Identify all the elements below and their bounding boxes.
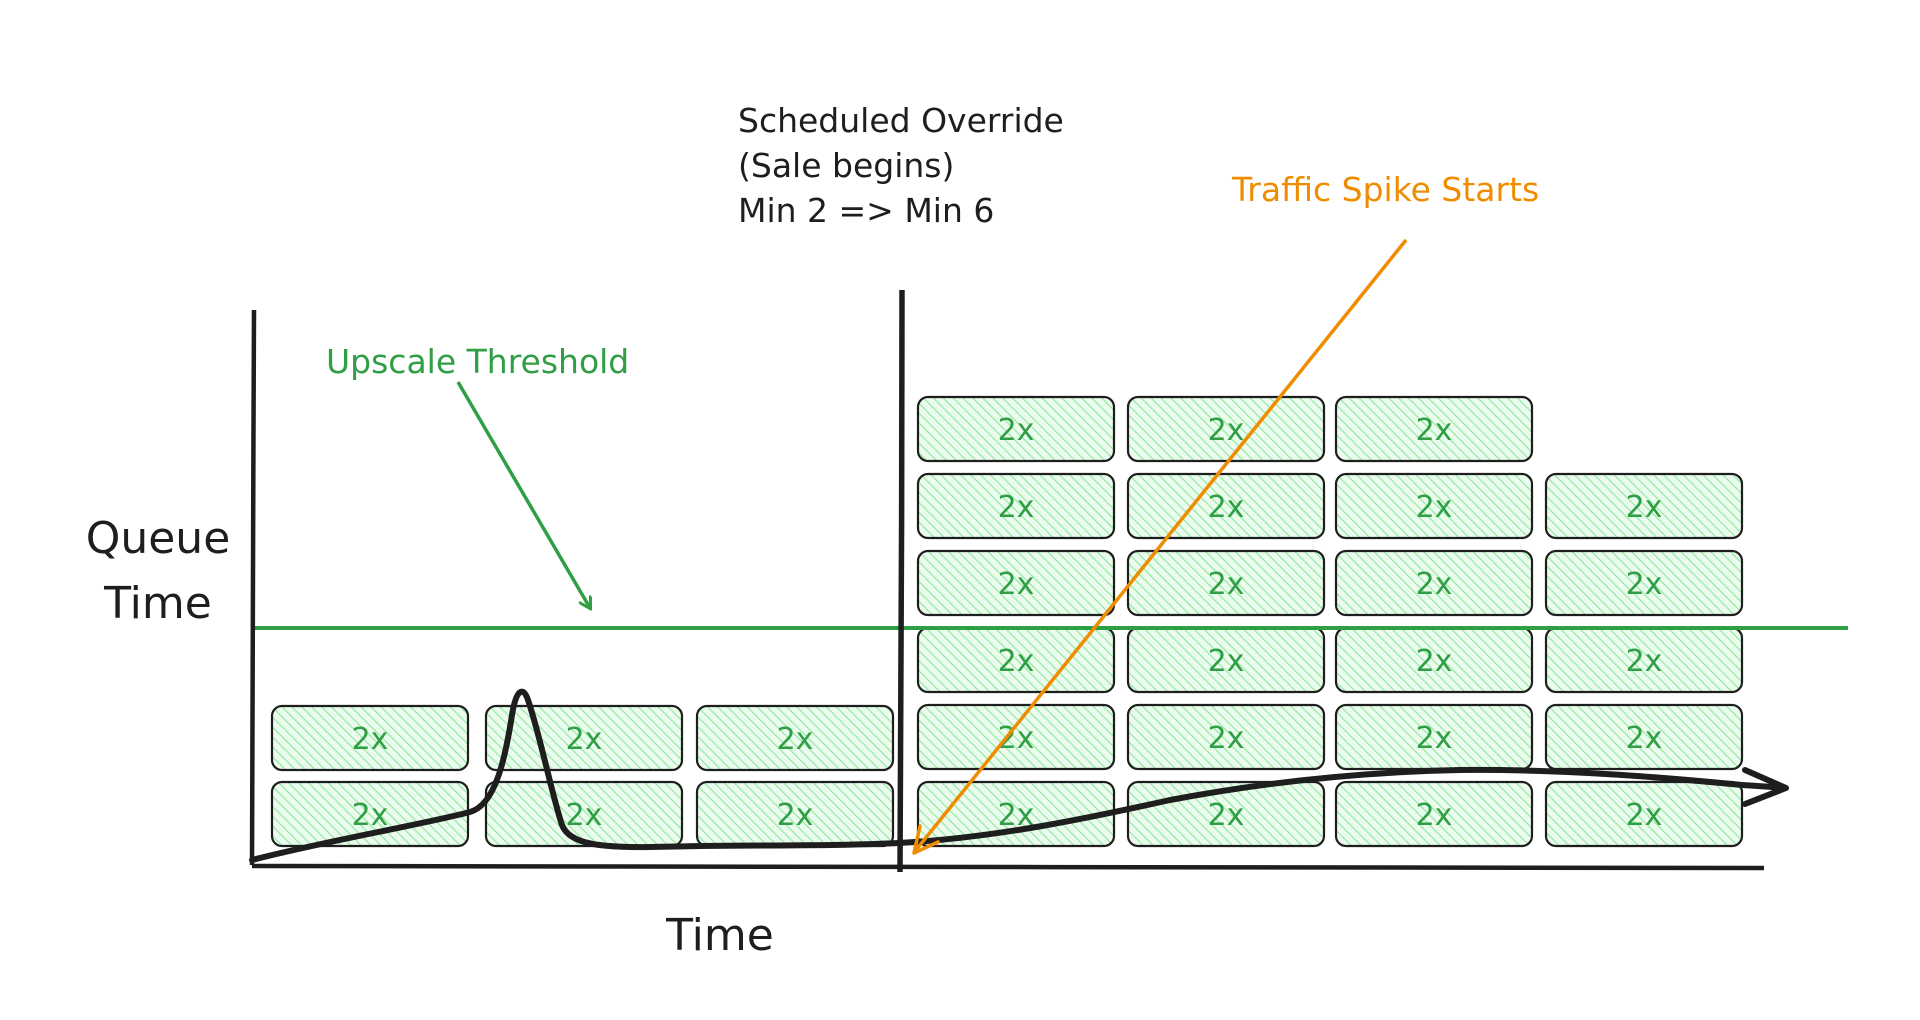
traffic-spike-arrowhead	[912, 824, 940, 855]
threshold-label: Upscale Threshold	[326, 342, 629, 381]
capacity-block-after-c2-r6: 2x	[1126, 395, 1326, 463]
override-note: Scheduled Override (Sale begins) Min 2 =…	[738, 101, 1064, 230]
block-label: 2x	[777, 722, 814, 757]
override-line-3: Min 2 => Min 6	[738, 191, 994, 230]
capacity-block-after-c3-r3: 2x	[1334, 626, 1534, 694]
block-label: 2x	[566, 722, 603, 757]
capacity-block-after-c2-r4: 2x	[1126, 549, 1326, 617]
capacity-block-before-c3-r2: 2x	[695, 704, 895, 772]
capacity-block-after-c4-r5: 2x	[1544, 472, 1744, 540]
capacity-block-after-c1-r5: 2x	[916, 472, 1116, 540]
block-label: 2x	[1208, 721, 1245, 756]
y-axis-label-line-1: Queue	[86, 513, 231, 564]
block-label: 2x	[1208, 798, 1245, 833]
block-label: 2x	[352, 722, 389, 757]
capacity-block-after-c3-r2: 2x	[1334, 703, 1534, 771]
capacity-block-before-c2-r1: 2x	[484, 780, 684, 848]
capacity-block-after-c2-r5: 2x	[1126, 472, 1326, 540]
block-label: 2x	[1416, 413, 1453, 448]
y-axis-label-line-2: Time	[103, 578, 212, 629]
block-label: 2x	[998, 490, 1035, 525]
capacity-block-after-c1-r4: 2x	[916, 549, 1116, 617]
block-label: 2x	[1208, 413, 1245, 448]
block-label: 2x	[1416, 644, 1453, 679]
capacity-block-after-c3-r4: 2x	[1334, 549, 1534, 617]
capacity-block-before-c2-r2: 2x	[484, 704, 684, 772]
block-label: 2x	[566, 798, 603, 833]
block-label: 2x	[1626, 490, 1663, 525]
traffic-spike-label: Traffic Spike Starts	[1231, 170, 1539, 209]
block-label: 2x	[1416, 490, 1453, 525]
capacity-block-before-c3-r1: 2x	[695, 780, 895, 848]
block-label: 2x	[352, 798, 389, 833]
capacity-block-after-c4-r4: 2x	[1544, 549, 1744, 617]
capacity-block-after-c3-r6: 2x	[1334, 395, 1534, 463]
capacity-block-after-c1-r6: 2x	[916, 395, 1116, 463]
block-label: 2x	[1626, 644, 1663, 679]
capacity-block-after-c4-r1: 2x	[1544, 780, 1744, 848]
capacity-block-after-c1-r2: 2x	[916, 703, 1116, 771]
y-axis-label: Queue Time	[86, 513, 231, 629]
override-line-1: Scheduled Override	[738, 101, 1064, 140]
capacity-block-after-c2-r3: 2x	[1126, 626, 1326, 694]
block-label: 2x	[1416, 567, 1453, 602]
capacity-block-after-c4-r2: 2x	[1544, 703, 1744, 771]
capacity-block-after-c1-r3: 2x	[916, 626, 1116, 694]
block-label: 2x	[1626, 567, 1663, 602]
block-label: 2x	[1626, 721, 1663, 756]
block-label: 2x	[998, 413, 1035, 448]
block-label: 2x	[1626, 798, 1663, 833]
block-label: 2x	[1208, 490, 1245, 525]
override-divider-line	[897, 289, 905, 873]
override-line-2: (Sale begins)	[738, 146, 954, 185]
capacity-block-after-c4-r3: 2x	[1544, 626, 1744, 694]
capacity-blocks: 2x 2x 2x 2x 2x 2x 2x 2x 2x 2x 2x 2x 2x 2x 2x 2x 2x 2x 2x 2x…	[270, 395, 1744, 848]
capacity-block-after-c3-r5: 2x	[1334, 472, 1534, 540]
queue-time-curve	[249, 688, 1787, 863]
capacity-block-before-c1-r2: 2x	[270, 704, 470, 772]
block-label: 2x	[1416, 721, 1453, 756]
traffic-spike-arrow	[914, 238, 1408, 852]
block-label: 2x	[777, 798, 814, 833]
y-axis	[249, 309, 257, 866]
block-label: 2x	[998, 644, 1035, 679]
block-label: 2x	[1208, 567, 1245, 602]
block-label: 2x	[1208, 644, 1245, 679]
x-axis-label: Time	[665, 910, 774, 961]
x-axis	[251, 863, 1765, 871]
capacity-block-after-c2-r2: 2x	[1126, 703, 1326, 771]
threshold-pointer-arrow	[456, 381, 590, 608]
block-label: 2x	[998, 567, 1035, 602]
curve-arrowhead	[1742, 767, 1789, 807]
capacity-block-after-c3-r1: 2x	[1334, 780, 1534, 848]
block-label: 2x	[1416, 798, 1453, 833]
